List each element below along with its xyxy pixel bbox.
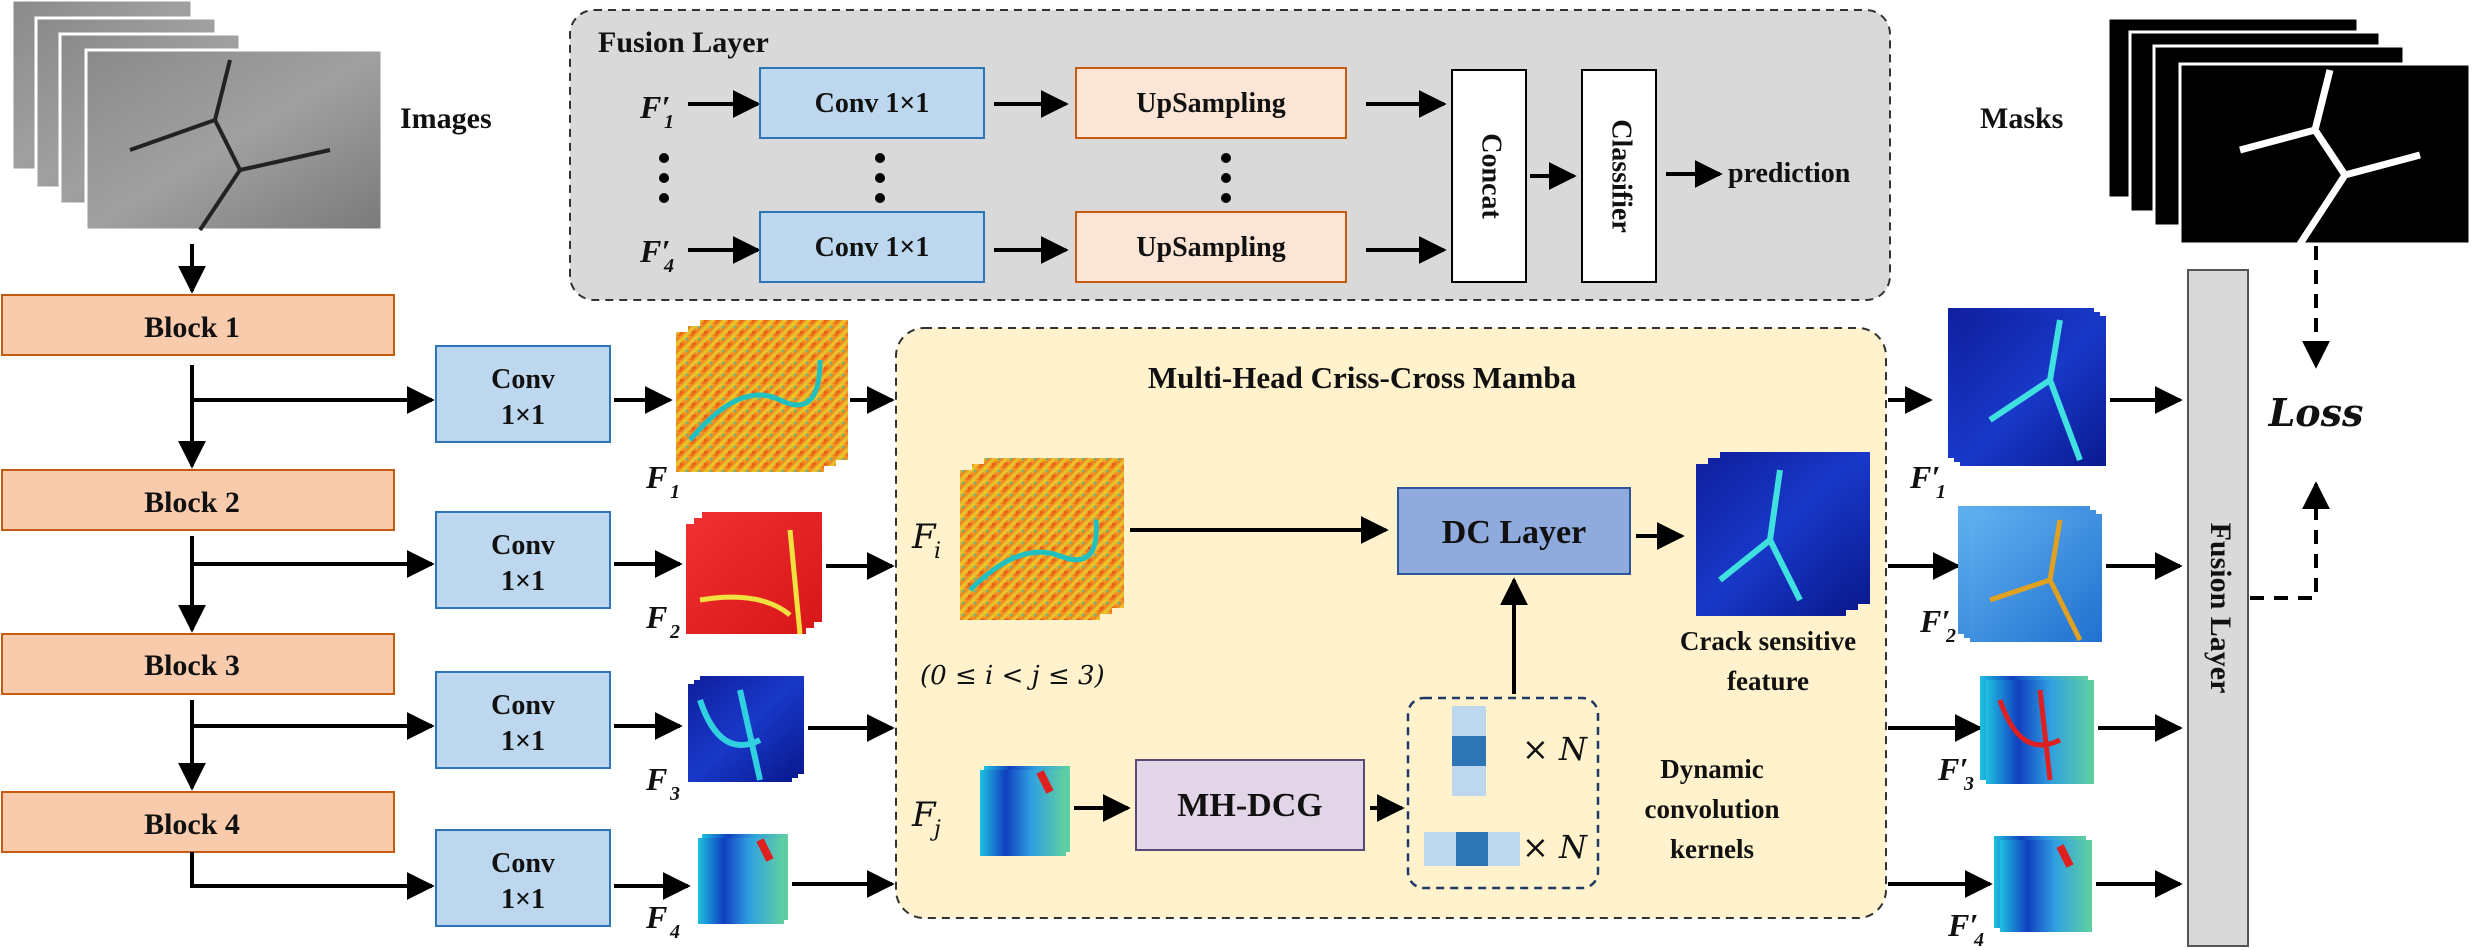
index-condition: (0 ≤ i < j ≤ 3) <box>920 661 1105 691</box>
encoder-blocks: Block 1 Block 2 Block 3 Block 4 <box>1 294 395 853</box>
f1-label: F <box>645 459 667 495</box>
output-map-f3 <box>1980 676 2094 784</box>
prediction-label: prediction <box>1728 158 1851 189</box>
fi-label: F <box>911 517 937 557</box>
conv-3-line2: 1×1 <box>501 726 545 757</box>
loss-label: Loss <box>2268 390 2364 435</box>
masks-label: Masks <box>1980 102 2063 135</box>
conv-3-line1: Conv <box>491 690 555 721</box>
fj-label: F <box>911 795 937 835</box>
upsampling-top <box>1075 67 1347 139</box>
feature-map-f1 <box>676 320 848 472</box>
encoder-convs: Conv 1×1 Conv 1×1 Conv 1×1 Conv 1×1 <box>435 345 611 927</box>
input-images-stack <box>10 0 384 232</box>
feature-map-f4 <box>698 834 788 924</box>
dc-layer <box>1397 487 1631 575</box>
upsampling-bottom-label: UpSampling <box>1136 232 1285 263</box>
dc-layer-label: DC Layer <box>1442 514 1586 551</box>
fp3-label: F′ <box>1937 751 1968 787</box>
block-2-label: Block 2 <box>144 486 240 519</box>
fj-feature-map <box>980 766 1070 856</box>
times-n-bottom: × N <box>1522 828 1588 866</box>
concat-label: Concat <box>1476 133 1507 219</box>
block-1-label: Block 1 <box>144 311 240 344</box>
fi-feature-map <box>960 458 1124 620</box>
concat-box <box>1451 69 1527 283</box>
conv-2-line2: 1×1 <box>501 566 545 597</box>
right-fusion-label: Fusion Layer <box>2204 523 2237 694</box>
conv-2-line1: Conv <box>491 530 555 561</box>
fusion-input-first-sub: 1 <box>664 111 674 133</box>
fusion-conv-bottom <box>759 211 985 283</box>
f2-label: F <box>645 599 667 635</box>
block-4-label: Block 4 <box>144 808 240 841</box>
dynamic-kernels-line2: convolution <box>1644 794 1779 824</box>
classifier-box <box>1581 69 1657 283</box>
horizontal-kernel <box>1424 832 1520 866</box>
fusion-conv-top <box>759 67 985 139</box>
f3-label: F <box>645 761 667 797</box>
fp4-label: F′ <box>1947 907 1978 943</box>
crack-feature-line2: feature <box>1727 666 1809 696</box>
conv-4-line1: Conv <box>491 848 555 879</box>
upsampling-top-label: UpSampling <box>1136 88 1285 119</box>
block-3-label: Block 3 <box>144 649 240 682</box>
fusion-conv-top-label: Conv 1×1 <box>815 88 930 119</box>
images-label: Images <box>400 102 492 135</box>
f4-sub: 4 <box>669 921 680 943</box>
block-2 <box>1 469 395 531</box>
ellipsis-dots <box>659 153 1231 203</box>
fi-sub: i <box>934 539 941 564</box>
f3-sub: 3 <box>669 783 680 805</box>
upsampling-bottom <box>1075 211 1347 283</box>
crack-feature-line1: Crack sensitive <box>1680 626 1856 656</box>
block-1 <box>1 294 395 356</box>
mhdcg-box <box>1135 759 1365 851</box>
classifier-label: Classifier <box>1606 119 1637 233</box>
output-map-f4 <box>1994 836 2092 932</box>
fp1-label: F′ <box>1909 459 1940 495</box>
feature-map-f3 <box>688 676 804 782</box>
block-3 <box>1 633 395 695</box>
masks-stack <box>2106 16 2472 246</box>
fp3-sub: 3 <box>1963 773 1974 795</box>
feature-map-f2 <box>686 512 822 635</box>
conv-4-line2: 1×1 <box>501 884 545 915</box>
conv-2 <box>435 511 611 609</box>
dynamic-kernels-line1: Dynamic <box>1660 754 1764 784</box>
dynamic-kernels-line3: kernels <box>1670 834 1754 864</box>
fp2-sub: 2 <box>1945 625 1956 647</box>
output-map-f1 <box>1948 308 2106 466</box>
mamba-title: Multi-Head Criss-Cross Mamba <box>1148 360 1577 395</box>
fusion-panel-title: Fusion Layer <box>598 26 769 59</box>
crack-feature-map <box>1696 452 1870 616</box>
fusion-input-last: F′ <box>639 233 670 269</box>
mhdcg-label: MH-DCG <box>1177 787 1322 824</box>
conv-4 <box>435 829 611 927</box>
fusion-input-last-sub: 4 <box>663 255 674 277</box>
conv-3 <box>435 671 611 769</box>
f2-sub: 2 <box>669 621 680 643</box>
f1-sub: 1 <box>670 481 680 503</box>
fp4-sub: 4 <box>1973 929 1984 950</box>
fusion-input-first: F′ <box>639 89 670 125</box>
right-fusion-layer <box>2187 269 2249 947</box>
times-n-top: × N <box>1522 730 1588 768</box>
f4-label: F <box>645 899 667 935</box>
fp1-sub: 1 <box>1936 481 1946 503</box>
output-map-f2 <box>1958 506 2102 642</box>
block-4 <box>1 791 395 853</box>
conv-1 <box>435 345 611 443</box>
conv-1-line1: Conv <box>491 364 555 395</box>
vertical-kernel <box>1452 706 1486 796</box>
fp2-label: F′ <box>1919 603 1950 639</box>
fusion-conv-bottom-label: Conv 1×1 <box>815 232 930 263</box>
conv-1-line2: 1×1 <box>501 400 545 431</box>
